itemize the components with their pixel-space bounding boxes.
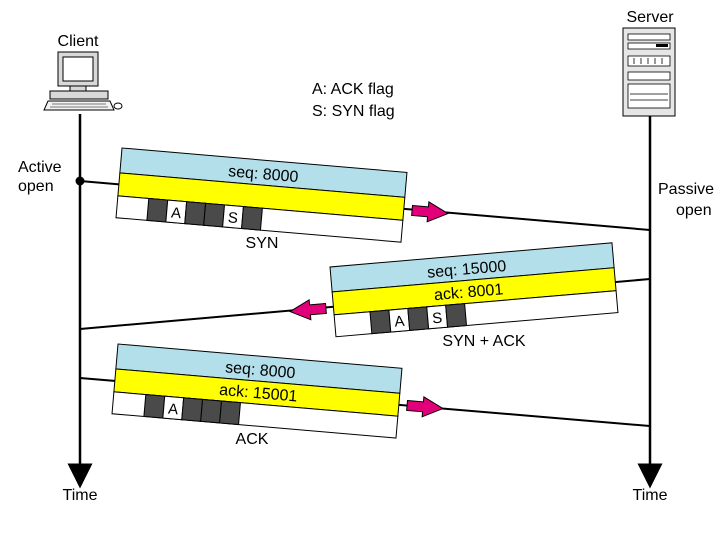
passive-open-label: Passive open bbox=[658, 181, 718, 219]
synack-segment: seq: 15000 ack: 8001 A S bbox=[329, 242, 619, 338]
syn-caption: SYN bbox=[246, 235, 279, 252]
client-label: Client bbox=[58, 33, 99, 50]
syn-direction-arrow bbox=[411, 201, 450, 223]
ack-ack-field: ack: 15001 bbox=[219, 382, 299, 406]
syn-flag-bit bbox=[203, 202, 226, 228]
active-open-label: Active open bbox=[18, 159, 66, 195]
legend-ack-flag: A: ACK flag bbox=[312, 81, 394, 98]
ack-segment: seq: 8000 ack: 15001 A bbox=[111, 343, 403, 439]
ack-caption: ACK bbox=[236, 431, 269, 448]
synack-flag-ack: A bbox=[394, 313, 405, 331]
synack-flag-syn: S bbox=[432, 310, 443, 328]
synack-flag-bits: A S bbox=[369, 303, 468, 335]
ack-flag-bit bbox=[143, 394, 166, 419]
synack-seq-field: seq: 15000 bbox=[427, 258, 507, 282]
syn-flag-bits: A S bbox=[146, 197, 263, 231]
syn-flag-syn: S bbox=[227, 209, 238, 227]
ack-seq-field: seq: 8000 bbox=[224, 359, 296, 382]
legend-syn-flag: S: SYN flag bbox=[312, 103, 395, 120]
syn-flag-bit bbox=[146, 197, 169, 223]
ack-flag-bits: A bbox=[143, 394, 241, 426]
syn-flag-bit bbox=[241, 206, 263, 231]
client-computer-icon bbox=[43, 51, 123, 111]
synack-ack-field: ack: 8001 bbox=[433, 281, 504, 304]
ack-flag-bit bbox=[181, 397, 204, 422]
syn-flag-bit bbox=[184, 201, 207, 226]
ack-flag-bit bbox=[219, 400, 241, 426]
synack-direction-arrow bbox=[288, 299, 327, 321]
server-tower-icon bbox=[622, 27, 676, 117]
synack-flag-bit bbox=[445, 303, 468, 328]
ack-flag-ack: A bbox=[167, 401, 178, 419]
syn-flag-ack: A bbox=[170, 204, 181, 222]
server-label: Server bbox=[626, 9, 674, 26]
ack-direction-arrow bbox=[406, 396, 445, 418]
synack-flag-bit bbox=[369, 309, 392, 335]
syn-seq-field: seq: 8000 bbox=[228, 163, 300, 186]
ack-flag-bit bbox=[200, 398, 223, 424]
synack-caption: SYN + ACK bbox=[442, 333, 525, 350]
time-label-server: Time bbox=[633, 487, 668, 504]
time-label-client: Time bbox=[63, 487, 98, 504]
synack-flag-bit bbox=[407, 306, 430, 331]
syn-segment: seq: 8000 A S bbox=[115, 147, 408, 243]
